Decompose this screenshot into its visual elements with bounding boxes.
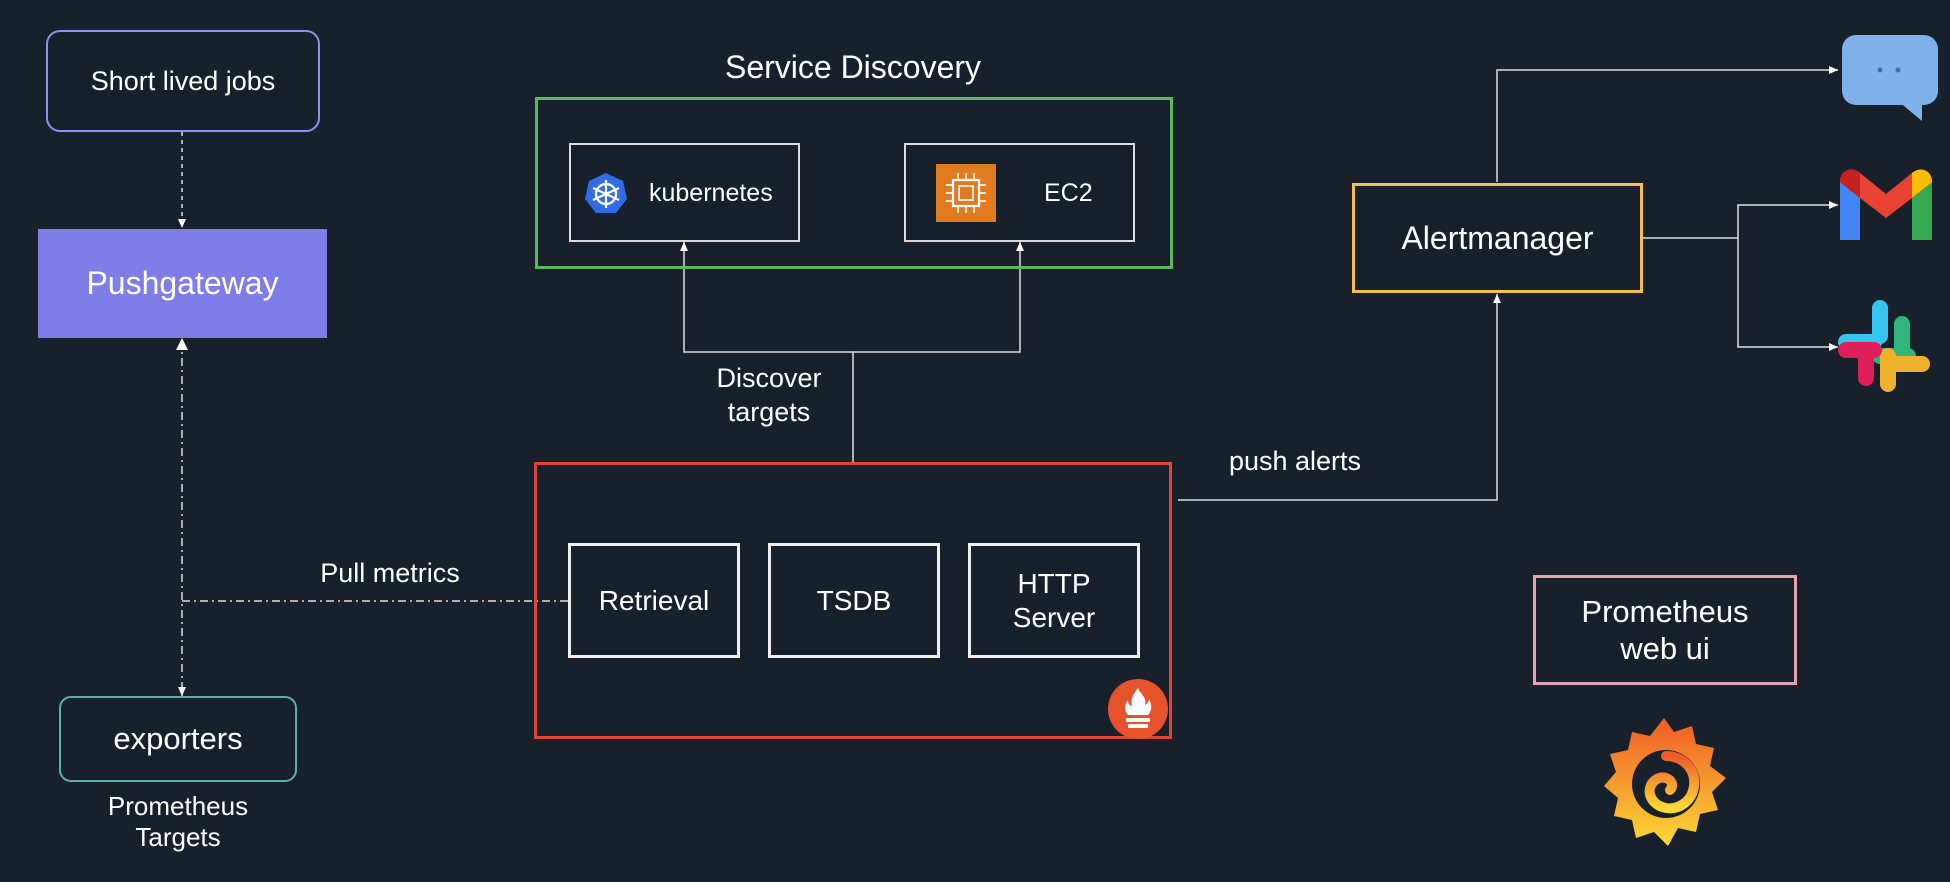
- kubernetes-node: kubernetes: [569, 143, 800, 242]
- alert-to-chat-line: [1496, 66, 1838, 182]
- prometheus-targets-label: Prometheus Targets: [107, 791, 249, 853]
- chat-icon: [1842, 35, 1938, 126]
- kubernetes-label: kubernetes: [649, 179, 773, 207]
- service-discovery-group: [535, 97, 1173, 269]
- ec2-node: EC2: [904, 143, 1135, 242]
- prometheus-icon: [1107, 678, 1169, 745]
- exporters-node: exporters: [59, 696, 297, 782]
- grafana-icon: [1598, 712, 1730, 857]
- pull-metrics-label: Pull metrics: [320, 558, 460, 588]
- alert-to-gmail-line: [1642, 201, 1838, 239]
- ec2-label: EC2: [1044, 179, 1093, 207]
- gmail-icon: [1840, 168, 1932, 245]
- prometheus-web-ui-node: Prometheus web ui: [1533, 575, 1797, 685]
- service-discovery-title: Service Discovery: [724, 49, 982, 85]
- alert-to-slack-line: [1737, 238, 1838, 351]
- prometheus-server-group: [534, 462, 1172, 739]
- discover-targets-line: [680, 242, 854, 462]
- short-lived-jobs-node: Short lived jobs: [46, 30, 320, 132]
- alertmanager-node: Alertmanager: [1352, 183, 1643, 293]
- ec2-chip-icon: [936, 164, 996, 227]
- pushgateway-node: Pushgateway: [38, 229, 327, 338]
- discover-targets-label: Discover targets: [716, 363, 822, 427]
- retrieval-node: Retrieval: [568, 543, 740, 658]
- http-server-node: HTTP Server: [968, 543, 1140, 658]
- push-alerts-line: [1178, 294, 1501, 501]
- tsdb-node: TSDB: [768, 543, 940, 658]
- kubernetes-icon: [583, 171, 629, 222]
- slack-icon: [1836, 298, 1932, 399]
- push-alerts-label: push alerts: [1228, 446, 1362, 476]
